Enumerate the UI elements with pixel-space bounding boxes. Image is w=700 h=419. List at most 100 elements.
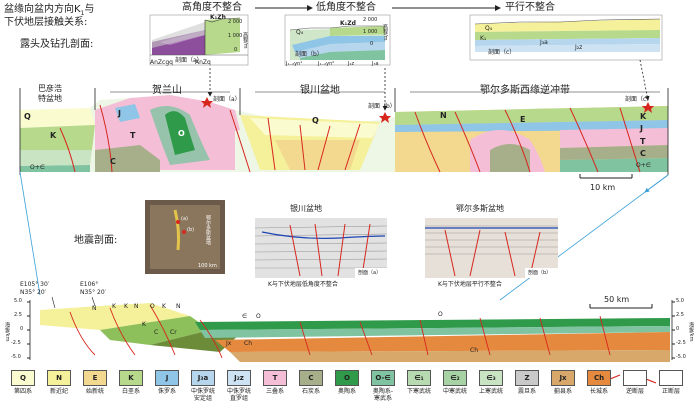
sect-c-marker: 剖面（c）: [625, 96, 653, 103]
legend-label: 上寒武统: [478, 388, 503, 395]
strata-o: O: [178, 129, 185, 138]
coord-1b: N35° 20′: [20, 289, 47, 296]
legend-label: 逆断层: [625, 388, 644, 395]
strata-o-cambrian-east: O+∈: [636, 162, 651, 169]
legend-label: 震旦系: [517, 388, 536, 395]
unconformity-parallel: 平行不整合: [505, 2, 555, 13]
unconformity-low-angle: 低角度不整合: [316, 2, 376, 13]
strata-j-east: J: [640, 124, 643, 133]
legend-item: O 奥陶系: [332, 370, 362, 396]
strata-c: C: [110, 157, 116, 166]
seismic-b-caption: K与下伏地层平行不整合: [438, 281, 502, 288]
legend-swatch: J: [155, 370, 179, 386]
coord-2: E106°: [80, 281, 99, 288]
lower-axis-left: 海拔/km: [4, 322, 10, 342]
ordos-thrust-label: 鄂尔多斯西缘逆冲带: [480, 85, 570, 96]
seismic-section-a: [254, 218, 388, 278]
legend-swatch: J₃a: [191, 370, 215, 386]
lower-label-n2: N: [134, 303, 139, 310]
strata-n: N: [440, 111, 447, 120]
panel-a-scale-bot: 0: [234, 47, 238, 53]
legend-label: 石炭系: [301, 388, 320, 395]
legend-label: 新近纪: [49, 388, 68, 395]
panel-b-unit-k: K₁Zd: [340, 20, 356, 27]
legend-label: 第四系: [13, 388, 32, 395]
strata-q: Q: [24, 112, 31, 121]
legend-label: 蓟县系: [553, 388, 572, 395]
legend-swatch: J₂z: [227, 370, 251, 386]
lower-label-k3: K: [162, 303, 166, 310]
panel-a-scale-unit: 高程/m: [242, 32, 248, 49]
tick-left-2: 0: [20, 326, 24, 332]
legend-label: 中寒武统: [442, 388, 467, 395]
legend-label: 长城系: [589, 388, 608, 395]
legend-swatch: O-∈: [371, 370, 395, 386]
map-text: 鄂尔多斯盆地: [205, 215, 211, 245]
legend-item: Q 第四系: [8, 370, 38, 396]
tick-left-3: -2.5: [11, 340, 21, 346]
panel-b-scale-mid: 1 000: [363, 29, 378, 35]
sect-a-marker: 剖面（a）: [213, 96, 241, 103]
legend-item: Jx 蓟县系: [548, 370, 578, 396]
legend-swatch: Q: [11, 370, 35, 386]
sect-b-marker: 剖面（b）: [368, 103, 396, 110]
tick-right-1: 2.5: [676, 312, 684, 318]
strata-t-east: T: [640, 137, 646, 146]
seismic-a-label: 剖面（a）: [358, 270, 382, 276]
lower-label-cr: Cr: [170, 329, 177, 336]
legend-swatch: Jx: [551, 370, 575, 386]
panel-c-unit-q: Q₄: [485, 25, 493, 32]
legend-swatch: ∈₁: [407, 370, 431, 386]
panel-c-unit-k: K₁: [480, 35, 487, 42]
legend-item: 逆断层: [620, 370, 650, 396]
helan-label: 贺兰山: [152, 85, 182, 96]
strata-e: E: [520, 115, 526, 124]
legend-swatch: O: [335, 370, 359, 386]
strata-c-east: C: [640, 149, 646, 158]
lower-label-o: O: [150, 303, 155, 310]
lower-regional-section: [27, 296, 675, 362]
lower-scale-label: 50 km: [604, 295, 630, 304]
seismic-section-b: [425, 218, 558, 278]
lower-label-jx: Jx: [226, 340, 232, 347]
legend-label: 始新统: [85, 388, 104, 395]
outcrop-label: 露头及钻孔剖面:: [20, 39, 94, 50]
map-label-b: (b): [187, 227, 195, 233]
lower-label-o2: O: [256, 313, 261, 320]
yinchuan-label: 银川盆地: [300, 85, 340, 96]
panel-b-unit-j2z: J₂z: [348, 61, 355, 67]
legend-swatch: K: [119, 370, 143, 386]
coord-1: E105° 30′: [20, 281, 50, 288]
tick-right-3: -2.5: [676, 340, 686, 346]
strata-j: J: [118, 109, 121, 118]
panel-b-unit-j3a: J₃a: [372, 61, 379, 67]
legend-item: K 白垩系: [116, 370, 146, 396]
legend-item: ∈₃ 上寒武统: [476, 370, 506, 396]
legend-swatch: C: [299, 370, 323, 386]
legend-item: ∈₁ 下寒武统: [404, 370, 434, 396]
seismic-yinchuan-title: 银川盆地: [290, 204, 322, 213]
panel-c-label: 剖面（c）: [488, 49, 516, 56]
legend-label: 白垩系: [121, 388, 140, 395]
legend-label: 奥陶系- 寒武系: [372, 388, 394, 402]
legend-label: 下寒武统: [406, 388, 431, 395]
panel-b-scale-bot: 0: [370, 41, 374, 47]
tick-left-1: 2.5: [14, 312, 22, 318]
legend-label: 侏罗系: [157, 388, 176, 395]
legend-swatch: [659, 370, 683, 386]
lower-axis-right: 海拔/km: [688, 322, 694, 342]
legend-label: 奥陶系: [337, 388, 356, 395]
tick-right-2: 0: [676, 326, 680, 332]
legend-swatch: Ch: [587, 370, 611, 386]
tick-left-0: 5.0: [14, 298, 22, 304]
lower-label-ch: Ch: [244, 340, 252, 347]
west-basin-label-2: 特盆地: [38, 94, 62, 103]
panel-a-label: 剖面（a）: [175, 57, 203, 64]
legend-item: O-∈ 奥陶系- 寒武系: [368, 370, 398, 402]
legend-swatch: ∈₃: [479, 370, 503, 386]
legend-swatch: ∈₂: [443, 370, 467, 386]
tick-right-0: 5.0: [676, 298, 684, 304]
